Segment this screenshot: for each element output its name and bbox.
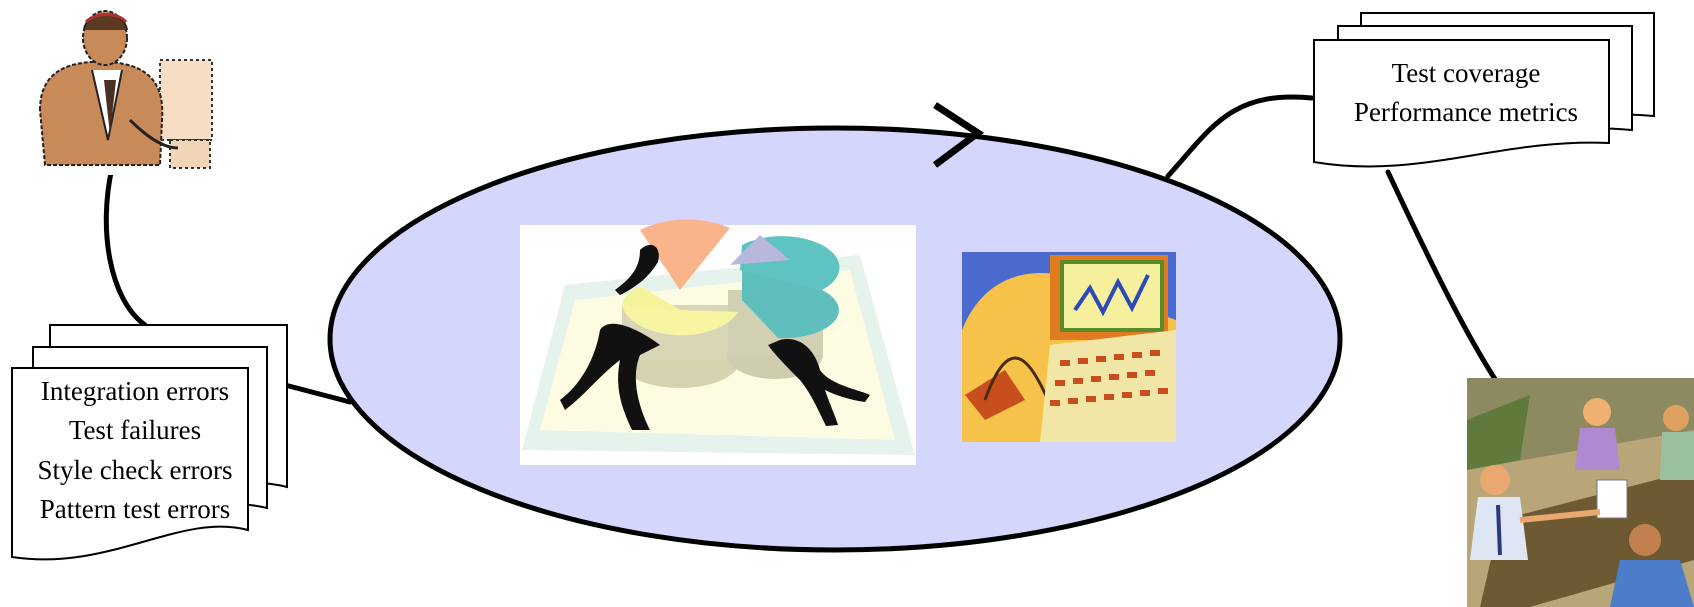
metrics-line-test-coverage: Test coverage bbox=[1392, 58, 1541, 88]
pie-chart-people-icon bbox=[520, 220, 916, 465]
errors-document-stack: Integration errors Test failures Style c… bbox=[12, 325, 287, 559]
developer-at-computer-icon bbox=[30, 5, 220, 175]
metrics-line-performance: Performance metrics bbox=[1354, 97, 1578, 127]
connector-developer-to-errors bbox=[106, 168, 145, 325]
errors-line-integration: Integration errors bbox=[41, 376, 229, 406]
computer-monitor-chart-icon bbox=[962, 252, 1176, 442]
errors-line-pattern-test: Pattern test errors bbox=[40, 494, 230, 524]
errors-line-style-check: Style check errors bbox=[38, 455, 233, 485]
connector-cycle-to-metrics bbox=[1168, 97, 1312, 176]
connector-errors-to-cycle bbox=[285, 385, 350, 402]
errors-line-test-failures: Test failures bbox=[69, 415, 201, 445]
team-meeting-icon bbox=[1467, 378, 1694, 607]
metrics-document-stack: Test coverage Performance metrics bbox=[1314, 13, 1654, 167]
